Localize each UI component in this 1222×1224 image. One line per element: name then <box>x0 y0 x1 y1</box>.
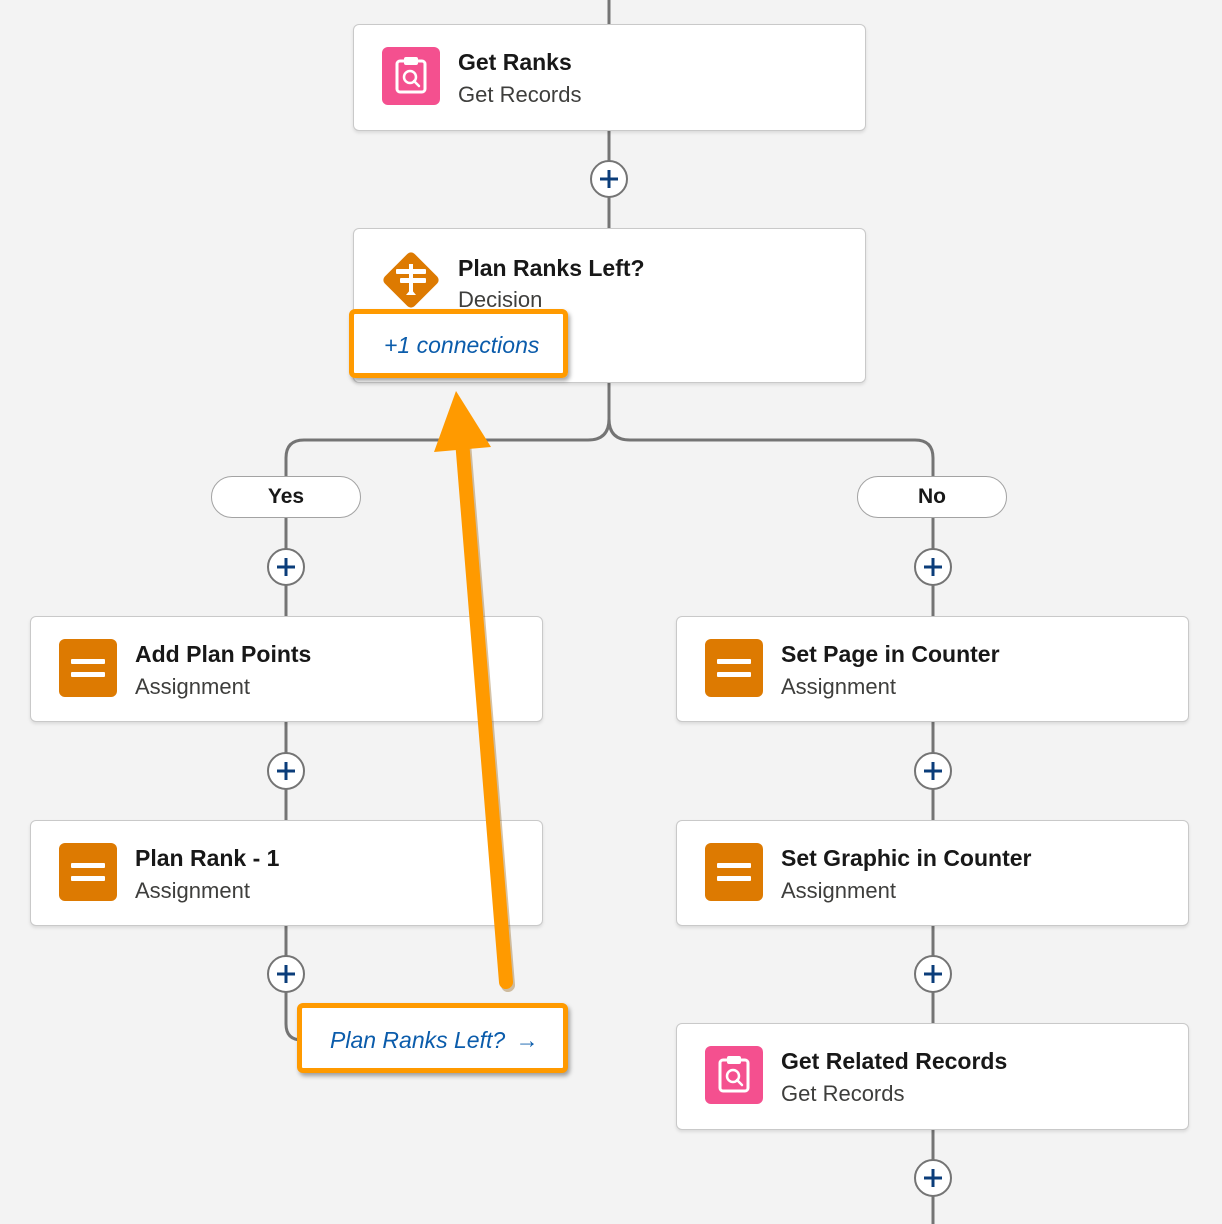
plus-icon <box>600 170 618 188</box>
plus-icon <box>924 965 942 983</box>
add-element-button[interactable] <box>267 955 305 993</box>
add-element-button[interactable] <box>590 160 628 198</box>
add-element-button[interactable] <box>914 752 952 790</box>
node-plan-rank-minus-one[interactable]: Plan Rank - 1 Assignment <box>30 820 543 926</box>
plus-icon <box>924 762 942 780</box>
connections-highlight <box>349 309 568 378</box>
node-type: Assignment <box>781 878 896 903</box>
goto-link[interactable]: Plan Ranks Left? → <box>330 1027 539 1054</box>
add-element-button[interactable] <box>914 1159 952 1197</box>
assignment-icon <box>705 639 763 697</box>
node-title: Get Ranks <box>458 49 572 75</box>
node-title: Get Related Records <box>781 1048 1008 1074</box>
add-element-button[interactable] <box>914 955 952 993</box>
node-decision[interactable]: Plan Ranks Left? Decision +1 connections <box>353 228 866 383</box>
get-records-icon <box>382 47 440 105</box>
node-type: Decision <box>458 287 543 312</box>
node-title: Plan Ranks Left? <box>458 255 645 281</box>
node-type: Get Records <box>781 1081 905 1106</box>
node-add-plan-points[interactable]: Add Plan Points Assignment <box>30 616 543 722</box>
connector-decision-split <box>284 383 611 478</box>
node-get-ranks[interactable]: Get Ranks Get Records <box>353 24 866 131</box>
plus-icon <box>277 762 295 780</box>
connector-decision-split-right <box>607 418 935 478</box>
goto-link-label: Plan Ranks Left? <box>330 1027 506 1053</box>
plus-icon <box>924 558 942 576</box>
arrow-right-icon: → <box>515 1027 539 1053</box>
branch-label-yes[interactable]: Yes <box>211 476 361 518</box>
node-type: Get Records <box>458 82 582 107</box>
node-type: Assignment <box>135 878 250 903</box>
node-title: Set Graphic in Counter <box>781 845 1032 871</box>
assignment-icon <box>59 639 117 697</box>
node-type: Assignment <box>781 674 896 699</box>
node-set-page-in-counter[interactable]: Set Page in Counter Assignment <box>676 616 1189 722</box>
plus-icon <box>924 1169 942 1187</box>
add-element-button[interactable] <box>267 752 305 790</box>
plus-icon <box>277 558 295 576</box>
assignment-icon <box>59 843 117 901</box>
get-records-icon <box>705 1046 763 1104</box>
add-element-button[interactable] <box>914 548 952 586</box>
decision-icon <box>376 245 446 315</box>
plus-icon <box>277 965 295 983</box>
goto-link-highlight <box>297 1003 568 1073</box>
connections-link[interactable]: +1 connections <box>384 332 540 358</box>
branch-label-no[interactable]: No <box>857 476 1007 518</box>
add-element-button[interactable] <box>267 548 305 586</box>
node-title: Plan Rank - 1 <box>135 845 280 871</box>
assignment-icon <box>705 843 763 901</box>
node-type: Assignment <box>135 674 250 699</box>
node-title: Add Plan Points <box>135 641 312 667</box>
node-get-related-records[interactable]: Get Related Records Get Records <box>676 1023 1189 1130</box>
node-set-graphic-in-counter[interactable]: Set Graphic in Counter Assignment <box>676 820 1189 926</box>
node-title: Set Page in Counter <box>781 641 1000 667</box>
